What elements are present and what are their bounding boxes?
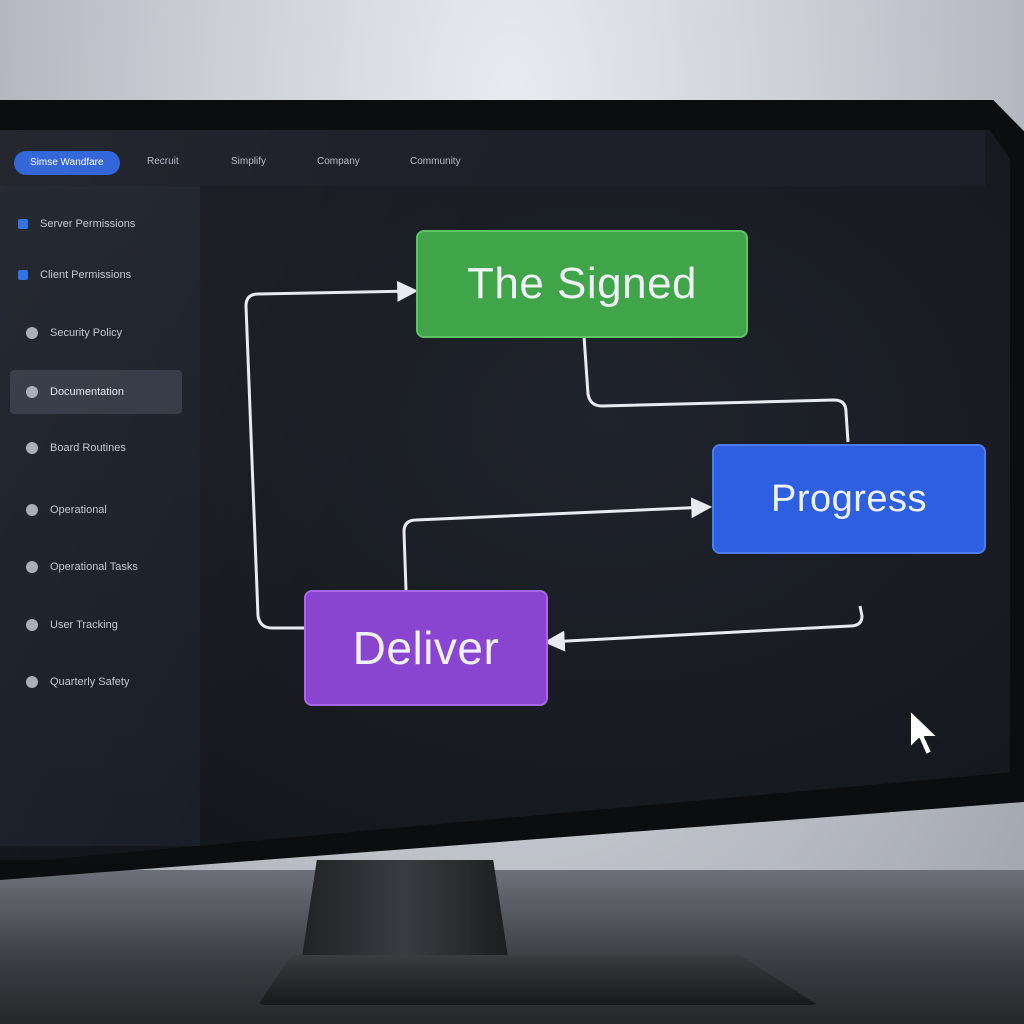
monitor-stand — [300, 860, 510, 970]
edge-deliver-to-progress — [402, 497, 713, 591]
node-progress[interactable]: Progress — [712, 444, 986, 554]
nav-item-simplify[interactable]: Simplify — [231, 156, 267, 167]
sidebar-item-label: Operational — [50, 504, 107, 516]
circle-icon — [26, 504, 38, 516]
sidebar-item-board-routines[interactable]: Board Routines — [10, 426, 182, 470]
top-navigation: Simse Wandfare Recruit Simplify Company … — [0, 130, 985, 186]
sidebar-item-label: Board Routines — [50, 442, 126, 454]
sidebar-item-quarterly-safety[interactable]: Quarterly Safety — [10, 660, 182, 704]
sidebar-item-label: Operational Tasks — [50, 561, 138, 573]
nav-item-recruit[interactable]: Recruit — [147, 156, 179, 167]
nav-brand-button[interactable]: Simse Wandfare — [14, 151, 120, 175]
sidebar-item-label: Security Policy — [50, 327, 123, 339]
sidebar-item-label: Documentation — [50, 386, 124, 398]
sidebar-item-operational-tasks[interactable]: Operational Tasks — [10, 545, 182, 589]
edge-signed-to-progress — [582, 335, 850, 443]
edge-deliver-to-signed — [244, 280, 419, 630]
sidebar-item-user-tracking[interactable]: User Tracking — [10, 603, 182, 647]
circle-icon — [26, 676, 38, 688]
circle-icon — [26, 386, 38, 398]
sidebar-item-label: Server Permissions — [40, 218, 136, 230]
mouse-cursor-icon — [909, 709, 939, 756]
sidebar-item-label: Quarterly Safety — [50, 676, 130, 688]
edge-progress-to-deliver — [543, 605, 864, 652]
sidebar-item-client-permissions[interactable]: Client Permissions — [10, 253, 182, 297]
node-the-signed[interactable]: The Signed — [416, 230, 748, 338]
sidebar-item-security-policy[interactable]: Security Policy — [10, 311, 182, 355]
sidebar-item-label: User Tracking — [50, 619, 118, 631]
nav-item-community[interactable]: Community — [410, 156, 461, 167]
circle-icon — [26, 619, 38, 631]
circle-icon — [26, 327, 38, 339]
sidebar-item-operational[interactable]: Operational — [10, 488, 182, 532]
circle-icon — [26, 561, 38, 573]
sidebar-item-label: Client Permissions — [40, 269, 132, 281]
sidebar: Server Permissions Client Permissions Se… — [0, 186, 200, 846]
sidebar-item-server-permissions[interactable]: Server Permissions — [10, 202, 182, 246]
nav-item-company[interactable]: Company — [317, 156, 360, 167]
circle-icon — [26, 442, 38, 454]
node-deliver[interactable]: Deliver — [304, 590, 548, 706]
sidebar-item-documentation[interactable]: Documentation — [10, 370, 182, 414]
shield-icon — [18, 219, 28, 229]
square-icon — [18, 270, 28, 280]
monitor-base — [258, 955, 818, 1005]
